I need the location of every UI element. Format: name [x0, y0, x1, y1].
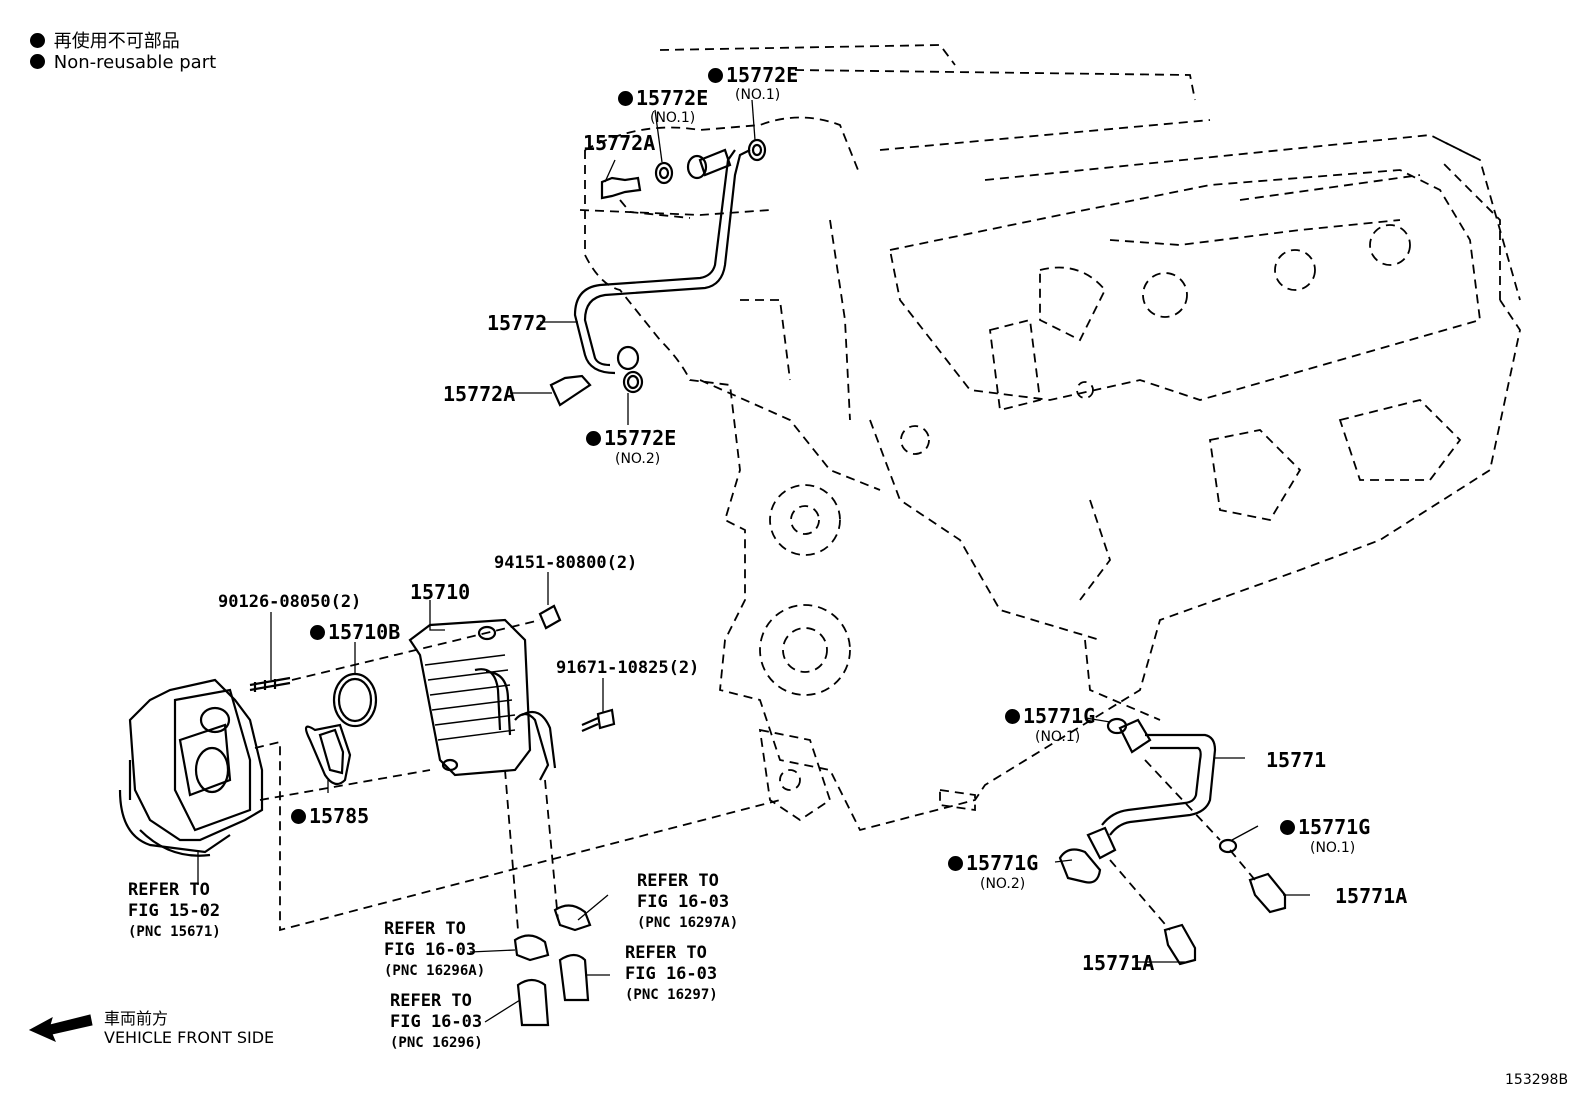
part-sublabel: (NO.1)	[650, 110, 696, 126]
reference-callout: REFER TO FIG 16-03 (PNC 16296A)	[384, 919, 486, 979]
reference-callout: REFER TO FIG 16-03 (PNC 16297)	[625, 943, 718, 1003]
part-sublabel: (NO.2)	[980, 876, 1026, 892]
non-reusable-dot-icon	[291, 809, 306, 824]
bullet-icon	[30, 33, 45, 48]
non-reusable-dot-icon	[586, 431, 601, 446]
reference-callout: REFER TO FIG 16-03 (PNC 16296)	[390, 991, 483, 1051]
part-label-15771G: 15771G	[948, 853, 1038, 873]
reference-callout: REFER TO FIG 16-03 (PNC 16297A)	[637, 871, 739, 931]
part-label-15771G: 15771G	[1280, 817, 1370, 837]
part-sublabel: (NO.1)	[735, 87, 781, 103]
non-reusable-dot-icon	[310, 625, 325, 640]
vehicle-front-label-ja: 車両前方	[104, 1009, 169, 1028]
part-label-15772E: 15772E	[618, 88, 708, 108]
part-sublabel: (NO.2)	[615, 451, 661, 467]
part-label-15772: 15772	[487, 311, 548, 335]
part-label-15710: 15710	[410, 580, 471, 604]
legend-non-reusable-en: Non-reusable part	[30, 52, 216, 73]
figure-id: 153298B	[1505, 1072, 1569, 1088]
non-reusable-dot-icon	[708, 68, 723, 83]
part-label-15772A: 15772A	[443, 382, 516, 406]
part-sublabel: (NO.1)	[1310, 840, 1356, 856]
part-label-15771A: 15771A	[1335, 884, 1408, 908]
oil-pipe-15771	[1058, 717, 1287, 966]
vehicle-front-arrow	[28, 1014, 93, 1042]
part-label-15771A: 15771A	[1082, 951, 1155, 975]
legend-non-reusable-ja: 再使用不可部品	[30, 27, 180, 53]
leader-lines	[197, 99, 1310, 1023]
part-sublabel: (NO.1)	[1035, 729, 1081, 745]
part-label-15772A: 15772A	[583, 131, 656, 155]
hoses-and-clamps	[513, 904, 592, 1027]
part-label-91671: 91671-10825(2)	[556, 658, 700, 678]
part-label-15772E: 15772E	[708, 65, 798, 85]
oil-pipe-15772	[549, 138, 767, 407]
part-label-15771G: 15771G	[1005, 706, 1095, 726]
reference-callout: REFER TO FIG 15-02 (PNC 15671)	[128, 880, 221, 940]
non-reusable-dot-icon	[618, 91, 633, 106]
part-label-90126: 90126-08050(2)	[218, 592, 362, 612]
non-reusable-dot-icon	[1005, 709, 1020, 724]
bullet-icon	[30, 54, 45, 69]
non-reusable-dot-icon	[1280, 820, 1295, 835]
part-label-15785: 15785	[291, 806, 369, 826]
oil-cooler-assembly	[118, 604, 616, 857]
part-label-15772E: 15772E	[586, 428, 676, 448]
non-reusable-dot-icon	[948, 856, 963, 871]
part-label-15771: 15771	[1266, 748, 1327, 772]
part-label-94151: 94151-80800(2)	[494, 553, 638, 573]
engine-block-outline	[579, 44, 1521, 832]
vehicle-front-label-en: VEHICLE FRONT SIDE	[104, 1028, 275, 1047]
part-label-15710B: 15710B	[310, 622, 400, 642]
alignment-lines	[254, 619, 1256, 932]
